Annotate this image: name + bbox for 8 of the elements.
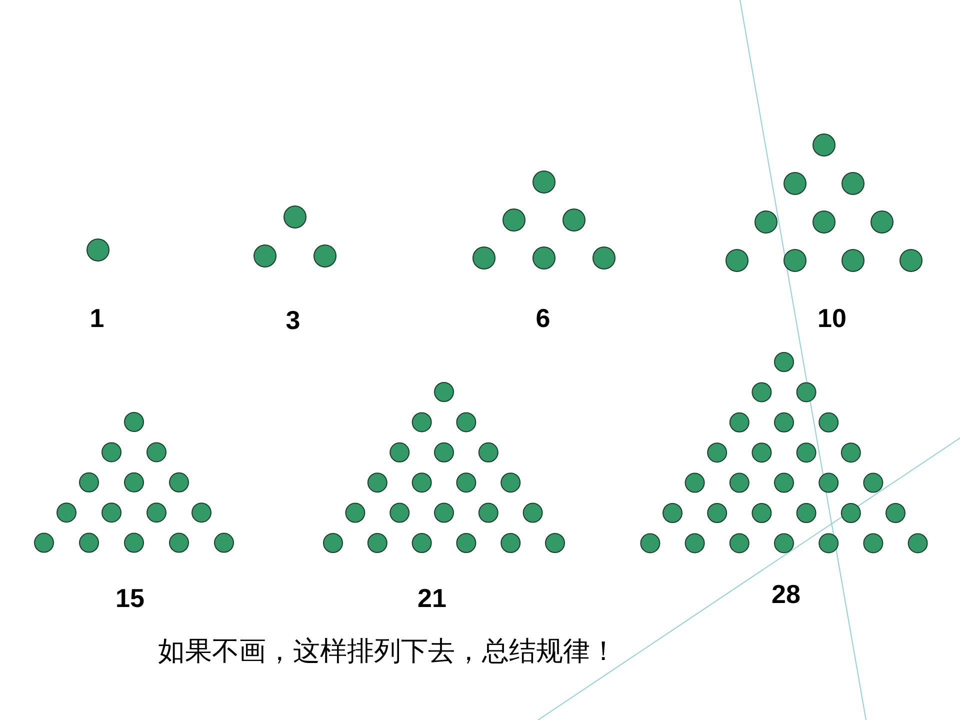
count-label: 6 [536,305,550,331]
count-label: 15 [116,585,144,611]
count-label: 10 [818,305,846,331]
count-label: 3 [286,307,300,333]
count-label: 21 [418,585,446,611]
count-label: 1 [90,305,104,331]
count-label: 28 [772,581,800,607]
instruction-text: 如果不画，这样排列下去，总结规律！ [158,638,617,665]
